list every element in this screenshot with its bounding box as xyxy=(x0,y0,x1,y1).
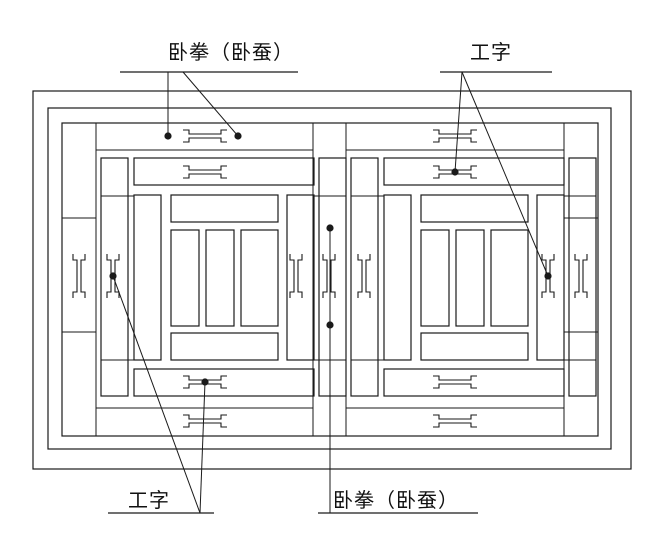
left-panel-top-band xyxy=(133,157,315,186)
right-panel-inner-bottom xyxy=(420,332,529,361)
label-wuquan-top: 卧拳（卧蚕） xyxy=(168,40,294,64)
right-panel-center-mid xyxy=(455,229,485,327)
left-panel-inner-top xyxy=(170,194,279,223)
left-panel-right-post xyxy=(318,157,347,397)
motif-bottom-right-a xyxy=(433,375,477,381)
motif-side-left-b xyxy=(80,254,86,298)
motif-rail-top-right-b xyxy=(433,137,477,143)
left-panel-center-right xyxy=(240,229,279,327)
motif-side-right-a xyxy=(574,254,580,298)
dot-bottom-left-1 xyxy=(109,272,117,280)
leader-top-left-b xyxy=(182,71,239,137)
dot-top-right-1 xyxy=(451,168,459,176)
motif-left-inner-a xyxy=(289,254,295,298)
dot-bottom-right-2 xyxy=(326,321,334,329)
outer-frame xyxy=(32,90,632,470)
right-panel-center-left xyxy=(420,229,450,327)
right-panel-center-right xyxy=(490,229,529,327)
right-panel-bottom-band xyxy=(383,368,565,397)
label-gongzi-bottom: 工字 xyxy=(128,488,170,512)
right-panel-inner-right xyxy=(536,194,565,361)
motif-rail-bottom-right-b xyxy=(433,422,477,428)
label-wuquan-bottom: 卧拳（卧蚕） xyxy=(333,488,459,512)
left-panel-bottom-band xyxy=(133,368,315,397)
leader-top-right-a xyxy=(454,71,463,173)
label-gongzi-top: 工字 xyxy=(470,40,512,64)
motif-rail-top-right-a xyxy=(433,129,477,135)
leader-top-right-b xyxy=(461,71,549,277)
left-panel-inner-right xyxy=(286,194,315,361)
dot-bottom-left-2 xyxy=(201,378,209,386)
motif-rail-top-left-a xyxy=(183,129,227,135)
left-panel-left-post xyxy=(100,157,129,397)
motif-bottom-right-b xyxy=(433,383,477,389)
motif-right-inner-a xyxy=(357,254,363,298)
left-panel-center-left xyxy=(170,229,200,327)
left-panel-center-mid xyxy=(205,229,235,327)
right-panel-left-post xyxy=(350,157,379,397)
motif-center-mullion-a xyxy=(322,254,328,298)
motif-rail-bottom-left-a xyxy=(183,414,227,420)
right-panel-right-post xyxy=(568,157,597,397)
right-panel-inner-left xyxy=(383,194,412,361)
right-panel-top-band xyxy=(383,157,565,186)
dot-bottom-right-1 xyxy=(326,224,334,232)
motif-center-mullion-b xyxy=(330,254,336,298)
dot-top-left-1 xyxy=(164,132,172,140)
dot-top-right-2 xyxy=(544,272,552,280)
motif-left-inner-b xyxy=(297,254,303,298)
left-panel-inner-left xyxy=(133,194,162,361)
leader-bottom-left-b xyxy=(199,381,206,514)
motif-rail-bottom-left-b xyxy=(183,422,227,428)
motif-top-left-a xyxy=(183,165,227,171)
motif-side-left-a xyxy=(72,254,78,298)
right-panel-inner-top xyxy=(420,194,529,223)
motif-top-left-b xyxy=(183,173,227,179)
motif-right-inner-b xyxy=(365,254,371,298)
motif-side-right-b xyxy=(582,254,588,298)
left-panel-inner-bottom xyxy=(170,332,279,361)
motif-rail-top-left-b xyxy=(183,137,227,143)
motif-rail-bottom-right-a xyxy=(433,414,477,420)
leader-bottom-left-a xyxy=(112,275,201,514)
dot-top-left-2 xyxy=(234,132,242,140)
